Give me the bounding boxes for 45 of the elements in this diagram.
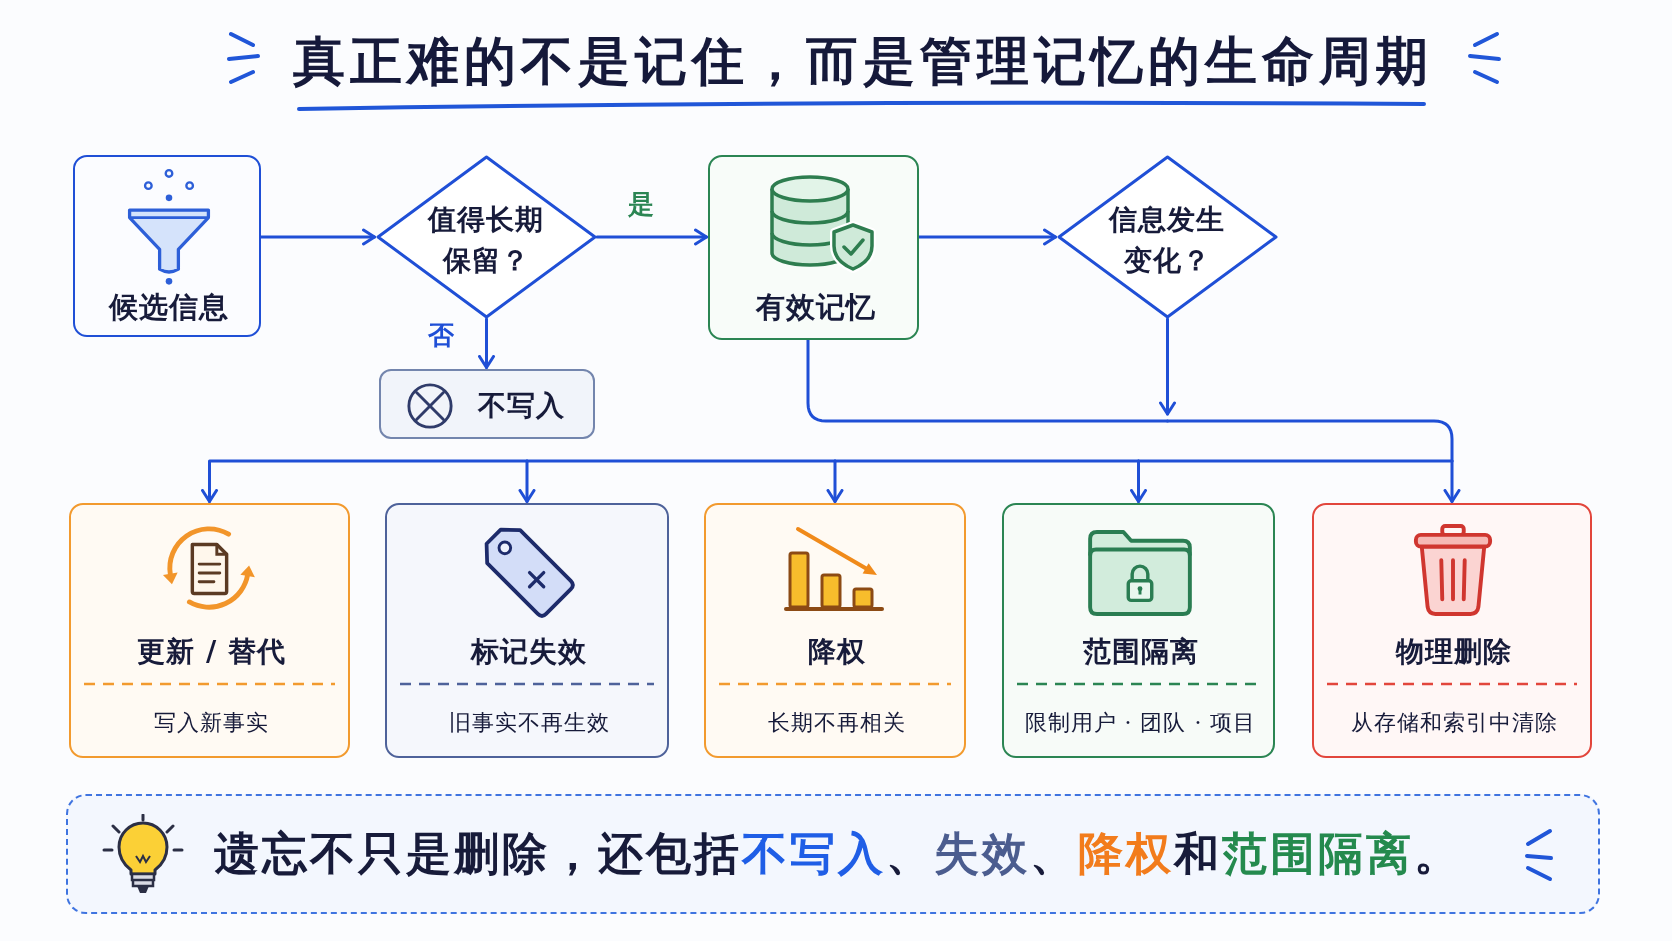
arrow — [595, 228, 708, 246]
node-label: 信息发生变化？ — [1107, 202, 1227, 279]
card-title: 标记失效 — [471, 633, 587, 670]
decision-diamond — [1057, 155, 1278, 319]
action-card — [385, 503, 669, 758]
terminal-box — [379, 369, 595, 439]
card-description: 旧事实不再生效 — [448, 708, 610, 737]
node-label: 不写入 — [477, 387, 565, 424]
arrow — [1159, 317, 1176, 416]
action-card — [704, 503, 966, 758]
connector-line — [1166, 419, 1454, 463]
arrow — [201, 459, 529, 503]
decision-diamond — [376, 155, 597, 319]
action-card — [1312, 503, 1592, 758]
title: 真正难的不是记住，而是管理记忆的生命周期 — [293, 30, 1433, 93]
card-description: 限制用户 · 团队 · 项目 — [1024, 708, 1257, 737]
summary-banner — [66, 794, 1600, 914]
connector-line — [525, 459, 837, 463]
arrow — [826, 459, 844, 503]
connector-line — [806, 338, 1169, 423]
card-title: 范围隔离 — [1082, 633, 1199, 670]
card-title: 更新 / 替代 — [137, 633, 286, 670]
card-title: 降权 — [808, 633, 866, 670]
arrow — [518, 459, 536, 503]
action-card — [1002, 503, 1275, 758]
card-description: 长期不再相关 — [768, 708, 906, 737]
connector-line — [1137, 459, 1454, 463]
card-title: 物理删除 — [1396, 633, 1512, 670]
edge-label: 是 — [628, 188, 654, 222]
arrow — [1130, 459, 1147, 503]
edge-label: 否 — [428, 319, 454, 353]
arrow — [1443, 459, 1461, 503]
action-card — [69, 503, 350, 758]
card-description: 从存储和索引中清除 — [1350, 708, 1558, 737]
arrow — [478, 317, 495, 369]
arrow — [259, 228, 376, 246]
process-box — [73, 155, 261, 337]
node-label: 有效记忆 — [755, 289, 876, 327]
node-label: 候选信息 — [109, 289, 229, 327]
process-box — [708, 155, 919, 340]
connector-line — [833, 459, 1140, 463]
arrow — [917, 228, 1057, 246]
card-description: 写入新事实 — [154, 708, 269, 737]
summary-text: 遗忘不只是删除，还包括不写入、失效、降权和范围隔离。 — [214, 825, 1462, 882]
node-label: 值得长期保留？ — [426, 202, 546, 279]
